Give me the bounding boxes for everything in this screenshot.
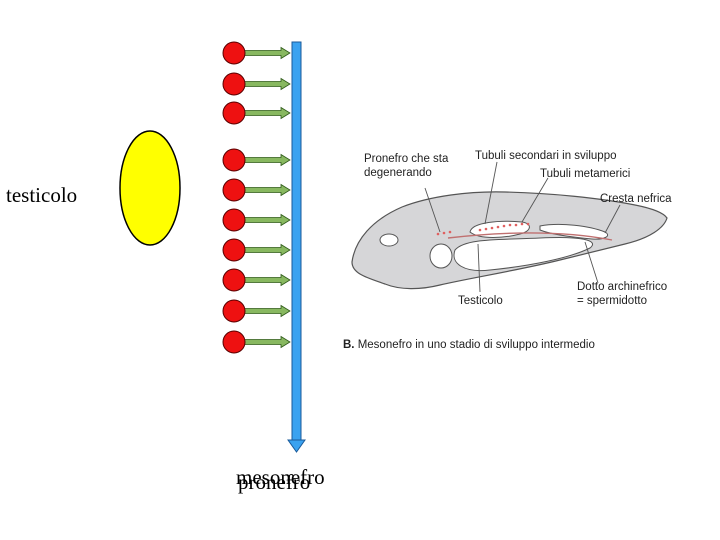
mesonephros-label: mesonefro [236,465,325,489]
tubule-ball [222,299,246,323]
testis-label: testicolo [6,183,78,207]
annotation-tubuli-metamerici: Tubuli metamerici [540,168,631,180]
head-cavity [429,243,453,269]
archinephric-duct-line [447,232,613,241]
tubule-ball [222,41,246,65]
tubule-arrow [243,77,291,91]
tubule-4 [222,148,291,172]
tubule-ball [222,148,246,172]
annotation-pronefro: Pronefro che sta degenerando [364,152,448,180]
tubule-ball [222,101,246,125]
annotation-pronefro-line1: Pronefro che sta [364,153,449,165]
tubule-2 [222,72,291,96]
tubule-arrow [243,153,291,167]
tubule-6 [222,208,291,232]
tubule-ball [222,268,246,292]
tubule-3 [222,101,291,125]
tubule-5 [222,178,291,202]
tubule-group [222,41,291,354]
coelom-cavity [453,237,593,272]
figure-caption: B. Mesonefro in uno stadio di sviluppo i… [343,339,595,351]
tubule-ball [222,238,246,262]
tubule-arrow [243,183,291,197]
caption-letter: B. [343,339,355,351]
tubule-10 [222,330,291,354]
tubule-arrow [243,46,291,60]
tubule-ball [222,208,246,232]
tubule-arrow [243,106,291,120]
annotation-dotto-line2: = spermidotto [577,295,647,307]
tubule-arrow [243,304,291,318]
tubule-arrow [243,243,291,257]
annotation-cresta-nefrica: Cresta nefrica [600,193,672,205]
tubule-ball [222,72,246,96]
tubule-arrow [243,273,291,287]
testis-ellipse [119,130,181,246]
annotation-dotto: Dotto archinefrico = spermidotto [577,280,667,308]
tubule-ball [222,178,246,202]
eye-cavity [379,233,399,247]
tubule-ball [222,330,246,354]
archinephric-duct-arrow [287,41,306,453]
metameric-tubule-dots [436,222,530,236]
annotation-pronefro-line2: degenerando [364,167,432,179]
tubule-arrow [243,335,291,349]
mesonephros-figure [351,161,668,293]
annotation-dotto-line1: Dotto archinefrico [577,281,668,293]
pronephros-label: pronefro [238,470,311,494]
tubule-8 [222,268,291,292]
tubule-7 [222,238,291,262]
tubule-1 [222,41,291,65]
annotation-tubuli-secondari: Tubuli secondari in sviluppo [475,150,617,162]
tubule-arrow [243,213,291,227]
caption-text: Mesonefro in uno stadio di sviluppo inte… [354,339,595,351]
tubule-9 [222,299,291,323]
nephric-ridge-shape [539,223,609,240]
leader-lines [424,161,621,293]
annotation-testicolo: Testicolo [458,295,503,307]
